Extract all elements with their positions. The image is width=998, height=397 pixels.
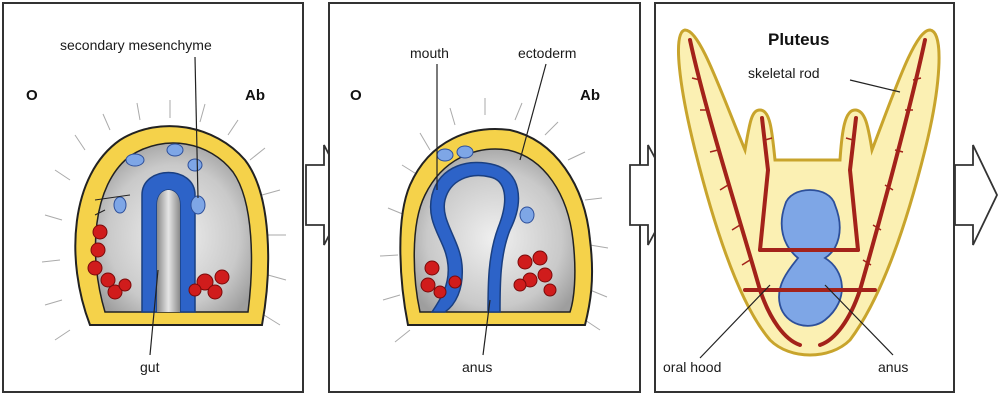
label-oral-hood: oral hood	[663, 359, 721, 375]
label-anus: anus	[878, 359, 908, 375]
panel-gastrula-early: O Ab secondary mesenchyme gut	[3, 3, 303, 392]
label-gut: gut	[140, 359, 160, 375]
aboral-marker: Ab	[245, 87, 265, 104]
panel-title-pluteus: Pluteus	[768, 30, 829, 49]
gut-lumen	[157, 190, 180, 312]
panel-gastrula-late: O Ab mouth ectoderm anus	[329, 3, 640, 392]
label-anus: anus	[462, 359, 492, 375]
label-mouth: mouth	[410, 45, 449, 61]
oral-marker: O	[26, 87, 38, 104]
oral-marker: O	[350, 87, 362, 104]
label-skeletal-rod: skeletal rod	[748, 65, 820, 81]
aboral-marker: Ab	[580, 87, 600, 104]
panel-pluteus: Pluteus skeletal rod oral hood anus	[655, 3, 954, 392]
label-ectoderm: ectoderm	[518, 45, 576, 61]
flow-arrow-icon	[955, 145, 997, 245]
label-secondary-mesenchyme: secondary mesenchyme	[60, 37, 212, 53]
